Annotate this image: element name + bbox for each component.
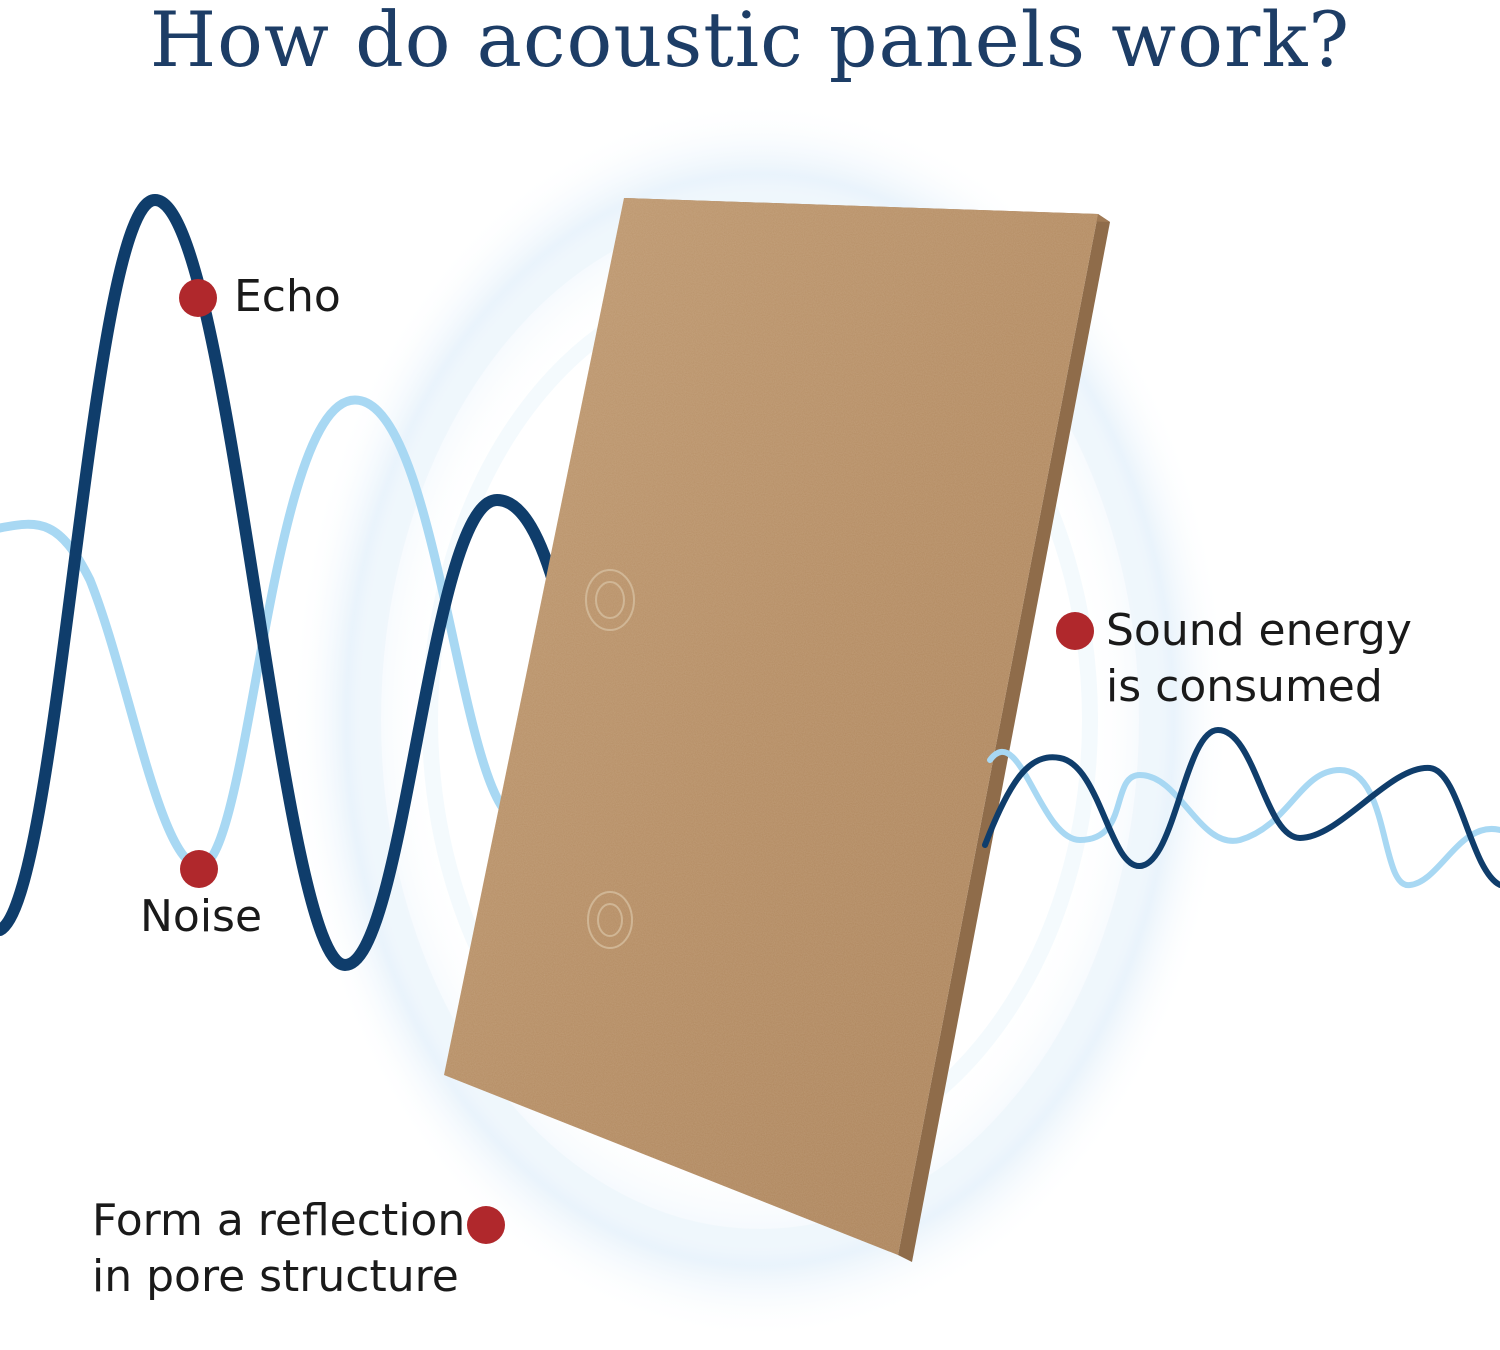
reflection-marker-dot [467,1206,505,1244]
panel-edge [898,214,1110,1262]
noise-wave-right [987,748,1500,888]
echo-wave-left [0,193,621,972]
reflection-label-line2: in pore structure [92,1251,459,1302]
halo-inner [359,189,1161,1251]
echo-marker-dot [179,279,217,317]
reflection-label-line1: Form a reflection [92,1195,466,1246]
page-title: How do acoustic panels work? [149,0,1351,84]
noise-label: Noise [140,891,263,942]
echo-label: Echo [234,271,341,322]
noise-marker-dot [180,850,218,888]
sound-energy-marker-dot [1056,612,1094,650]
absorption-swirls [585,569,635,949]
sound-energy-label-line1: Sound energy [1106,605,1412,656]
echo-wave-right [982,726,1500,888]
sound-energy-label-line2: is consumed [1106,661,1383,712]
